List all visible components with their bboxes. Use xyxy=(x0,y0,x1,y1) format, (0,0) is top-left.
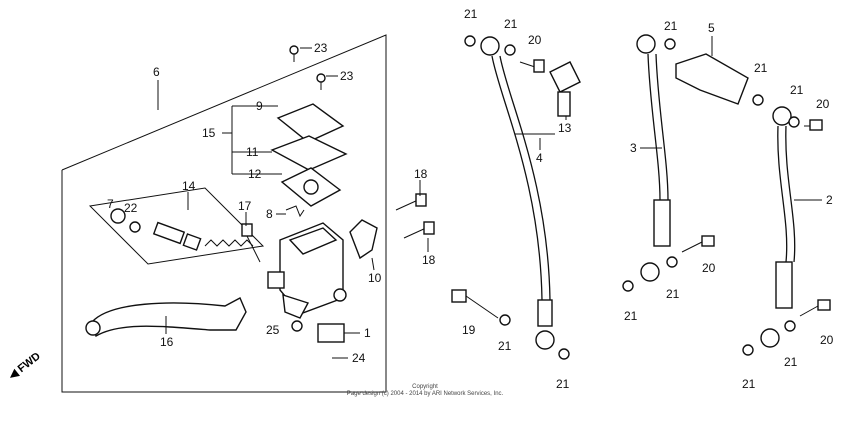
piston-set xyxy=(88,187,265,265)
label-23-b: 23 xyxy=(340,69,354,83)
label-3: 3 xyxy=(630,141,637,155)
copyright-line1: Copyright xyxy=(412,384,438,390)
master-cylinder-body xyxy=(267,222,347,319)
label-21-c: 21 xyxy=(498,339,512,353)
screw-23-a xyxy=(289,45,299,62)
bolt-18-b xyxy=(403,221,435,239)
screw-23-b xyxy=(316,73,326,90)
assembly-outline xyxy=(61,34,387,393)
label-6: 6 xyxy=(153,65,160,79)
label-21-a: 21 xyxy=(464,7,478,21)
label-20-b: 20 xyxy=(816,97,830,111)
label-24: 24 xyxy=(352,351,366,365)
three-way-joint xyxy=(549,61,581,117)
label-4: 4 xyxy=(536,151,543,165)
label-16: 16 xyxy=(160,335,174,349)
label-21-i: 21 xyxy=(624,309,638,323)
label-19: 19 xyxy=(462,323,476,337)
label-22: 22 xyxy=(124,201,138,215)
label-20-c: 20 xyxy=(702,261,716,275)
label-14: 14 xyxy=(182,179,196,193)
label-23-a: 23 xyxy=(314,41,328,55)
label-20-a: 20 xyxy=(528,33,542,47)
leader-lines xyxy=(157,36,822,359)
label-2: 2 xyxy=(826,193,833,207)
hose-joint xyxy=(675,53,749,105)
label-8: 8 xyxy=(266,207,273,221)
reservoir-cap xyxy=(276,103,345,143)
label-7: 7 xyxy=(107,197,114,211)
label-12: 12 xyxy=(248,167,262,181)
bolt-20-a xyxy=(519,59,545,73)
label-15: 15 xyxy=(202,126,216,140)
brake-hose-2 xyxy=(760,106,796,348)
bolt-20-c xyxy=(804,119,823,131)
label-25: 25 xyxy=(266,323,280,337)
label-21-k: 21 xyxy=(742,377,756,391)
pivot-bolt xyxy=(241,223,261,263)
label-18-b: 18 xyxy=(422,253,436,267)
label-21-e: 21 xyxy=(664,19,678,33)
label-21-j: 21 xyxy=(784,355,798,369)
label-21-h: 21 xyxy=(666,287,680,301)
label-18-a: 18 xyxy=(414,167,428,181)
bolt-18-a xyxy=(395,193,427,211)
label-5: 5 xyxy=(708,21,715,35)
label-1: 1 xyxy=(364,326,371,340)
copyright-line2: Page design (c) 2004 - 2014 by ARI Netwo… xyxy=(346,391,504,397)
label-21-b: 21 xyxy=(504,17,518,31)
set-plate xyxy=(270,135,348,171)
washers xyxy=(464,35,800,360)
bolt-20-d xyxy=(799,299,831,317)
label-17: 17 xyxy=(238,199,252,213)
label-9: 9 xyxy=(256,99,263,113)
label-11: 11 xyxy=(246,145,259,159)
bolt-19 xyxy=(451,289,499,319)
brake-hose-4 xyxy=(480,36,555,350)
part-labels: 6 23 23 9 15 11 12 14 7 22 17 8 10 18 18… xyxy=(107,7,834,391)
label-21-g: 21 xyxy=(790,83,804,97)
label-21-d: 21 xyxy=(556,377,570,391)
holder xyxy=(349,219,378,260)
label-20-d: 20 xyxy=(820,333,834,347)
label-13: 13 xyxy=(558,121,572,135)
clip xyxy=(285,205,305,218)
bolt-20-b xyxy=(681,235,715,253)
brake-switch xyxy=(317,323,345,343)
copyright: Copyright Page design (c) 2004 - 2014 by… xyxy=(300,384,550,398)
label-10: 10 xyxy=(368,271,382,285)
label-21-f: 21 xyxy=(754,61,768,75)
brake-hose-3 xyxy=(636,34,671,282)
brake-lever xyxy=(91,297,247,338)
